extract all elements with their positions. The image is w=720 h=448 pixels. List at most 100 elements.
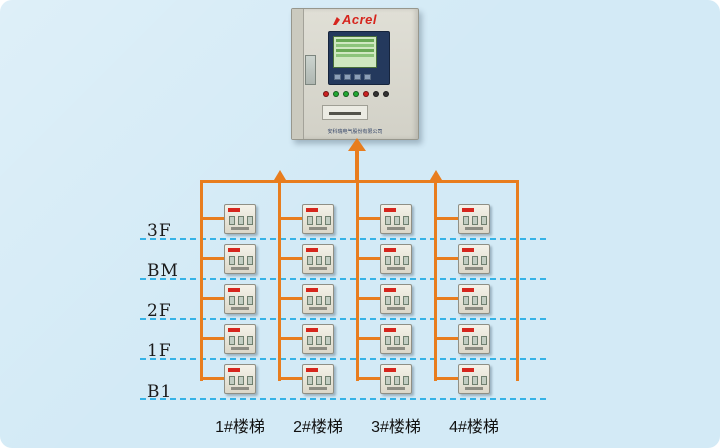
cabinet-printer [322,105,368,120]
device-display-segment [238,256,244,265]
floor-label: B1 [147,382,173,402]
cabinet-footer-text: 安科瑞电气股份有限公司 [327,129,383,135]
indicator-light [333,91,339,97]
floor-label: 3F [147,221,172,241]
monitoring-device [380,324,412,354]
monitoring-device [224,364,256,394]
column-label: 1#楼梯 [215,419,265,436]
device-display-segment [385,256,391,265]
monitoring-device [302,364,334,394]
device-branch-line [200,297,224,300]
device-terminal-strip [387,227,405,230]
device-brand-mark [462,208,474,212]
device-terminal-strip [387,267,405,270]
device-display-segment [247,216,253,225]
column-label: 4#楼梯 [449,419,499,436]
device-brand-mark [306,328,318,332]
lcd-display [333,36,377,68]
indicator-light [383,91,389,97]
device-display-segment [394,376,400,385]
device-display-segment [229,216,235,225]
device-brand-mark [384,368,396,372]
riser-line [200,180,203,381]
device-terminal-strip [231,307,249,310]
device-display-segment [463,216,469,225]
device-branch-line [356,337,380,340]
device-branch-line [356,257,380,260]
device-brand-mark [384,208,396,212]
floor-label: BM [147,261,179,281]
device-display-segment [307,296,313,305]
device-display-segment [463,336,469,345]
bus-up-arrow-icon [430,170,442,180]
control-cabinet: Acrel 安科瑞电气股份有限公司 [291,8,419,140]
device-branch-line [356,217,380,220]
screen-button [334,74,341,80]
device-display-segment [403,256,409,265]
device-branch-line [434,377,458,380]
device-brand-mark [228,248,240,252]
device-display-segment [472,216,478,225]
device-brand-mark [462,328,474,332]
lcd-line [336,39,374,42]
device-terminal-strip [231,267,249,270]
cabinet-breaker [305,55,316,85]
device-display-segment [394,336,400,345]
lcd-line [336,49,374,52]
monitoring-device [224,204,256,234]
device-branch-line [356,377,380,380]
device-branch-line [278,337,302,340]
floor-divider [140,398,546,400]
monitoring-device [302,204,334,234]
screen-button [364,74,371,80]
device-display-segment [316,296,322,305]
device-display-segment [307,336,313,345]
device-display-segment [481,296,487,305]
indicator-light [353,91,359,97]
device-brand-mark [384,248,396,252]
device-display-segment [481,336,487,345]
cabinet-brand-text: Acrel [341,12,378,27]
device-terminal-strip [309,267,327,270]
device-display-segment [394,256,400,265]
device-display-segment [316,336,322,345]
floor-divider [140,318,546,320]
device-display-segment [247,336,253,345]
device-terminal-strip [387,347,405,350]
device-brand-mark [306,208,318,212]
device-terminal-strip [309,347,327,350]
device-display-segment [403,376,409,385]
device-terminal-strip [309,307,327,310]
floor-label: 2F [147,301,172,321]
lcd-line [336,44,374,47]
indicator-light [363,91,369,97]
device-display-segment [238,376,244,385]
column-label: 2#楼梯 [293,419,343,436]
device-display-segment [481,216,487,225]
device-display-segment [238,216,244,225]
device-terminal-strip [465,307,483,310]
device-display-segment [229,336,235,345]
cabinet-uplink-line [355,150,359,181]
floor-divider [140,278,546,280]
uplink-arrow-icon [348,138,366,151]
device-display-segment [481,376,487,385]
indicator-light [323,91,329,97]
device-branch-line [200,377,224,380]
device-display-segment [307,216,313,225]
device-display-segment [238,296,244,305]
device-display-segment [463,376,469,385]
monitoring-device [458,204,490,234]
indicator-light [373,91,379,97]
device-brand-mark [228,208,240,212]
device-branch-line [278,377,302,380]
monitoring-device [380,244,412,274]
device-display-segment [316,376,322,385]
device-display-segment [229,376,235,385]
cabinet-brand: Acrel [292,12,418,27]
device-display-segment [385,216,391,225]
device-brand-mark [384,328,396,332]
device-branch-line [356,297,380,300]
device-branch-line [278,217,302,220]
